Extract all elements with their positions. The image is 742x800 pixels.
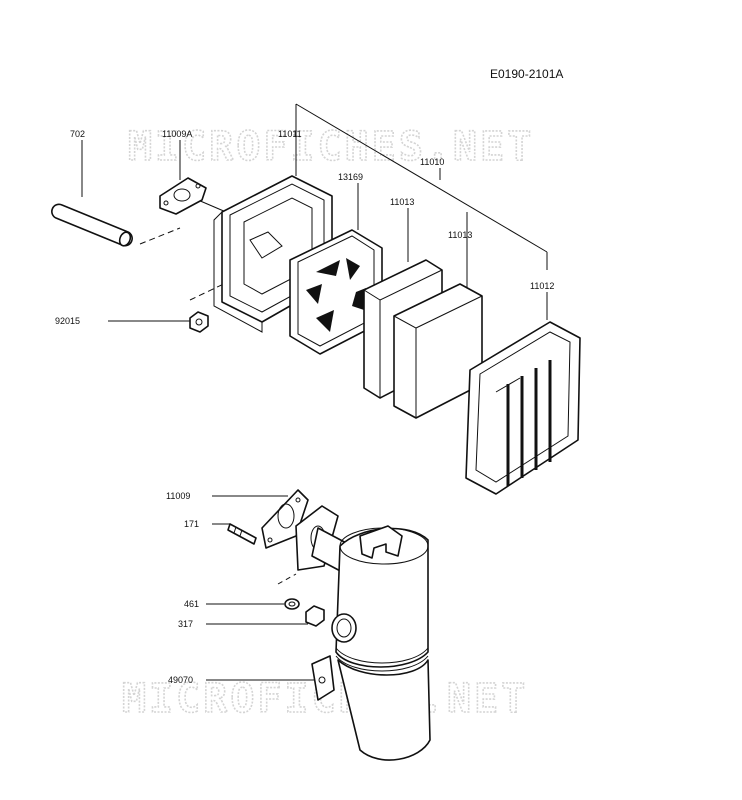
label-49070: 49070 [168,675,193,685]
part-702-tube [51,203,133,247]
watermark-top: MICROFICHES.NET [128,124,534,170]
label-461: 461 [184,599,199,609]
label-11012: 11012 [530,281,554,291]
label-11010: 11010 [420,157,444,167]
label-702: 702 [70,129,85,139]
part-11009a-gasket [159,177,207,215]
label-11013-b: 11013 [448,230,472,240]
label-317: 317 [178,619,193,629]
diagram-code: E0190-2101A [490,67,563,81]
part-92015-nut [189,311,209,333]
label-11009: 11009 [166,491,190,501]
part-labels: 702 11009A 11011 13169 11010 11013 11013… [55,129,554,685]
label-11013-a: 11013 [390,197,414,207]
label-11009a: 11009A [162,129,192,139]
label-171: 171 [184,519,199,529]
part-11012-cover [465,321,581,495]
part-461-washer [284,598,300,610]
part-muffler-body [331,525,431,761]
part-317-nut [305,605,325,627]
part-49070-bracket [311,655,335,701]
part-171-stud [227,523,257,545]
label-13169: 13169 [338,172,363,182]
leader-lines-upper [81,103,548,322]
leader-lines-lower [206,495,318,681]
label-11011: 11011 [278,129,302,139]
label-92015: 92015 [55,316,80,326]
